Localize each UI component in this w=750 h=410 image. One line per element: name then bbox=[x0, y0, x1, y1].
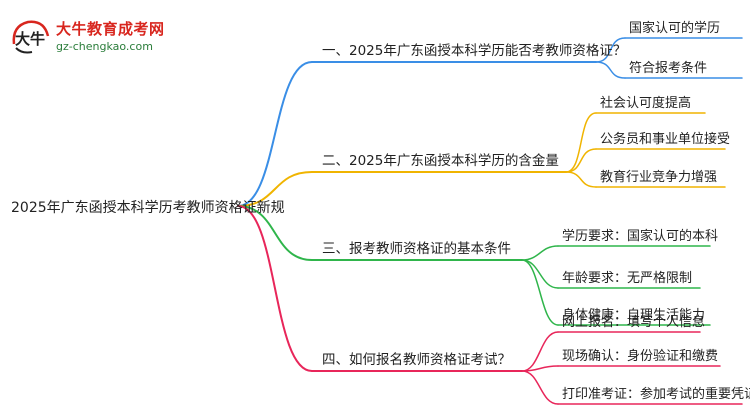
leaf-node: 打印准考证：参加考试的重要凭证 bbox=[562, 387, 750, 402]
branch-node-4: 四、如何报名教师资格证考试？ bbox=[322, 352, 511, 368]
root-node: 2025年广东函授本科学历考教师资格证新规 bbox=[11, 200, 285, 216]
leaf-node: 社会认可度提高 bbox=[600, 96, 692, 111]
leaf-node: 网上报名：填写个人信息 bbox=[562, 315, 706, 330]
branch-leaf-connector bbox=[521, 370, 559, 405]
root-branch-connector bbox=[237, 205, 313, 372]
branch-leaf-connector bbox=[565, 112, 597, 173]
leaf-node: 国家认可的学历 bbox=[629, 21, 721, 36]
branch-leaf-connector bbox=[521, 259, 559, 326]
watermark-url: gz-chengkao.com bbox=[56, 40, 153, 53]
branch-node-1: 一、2025年广东函授本科学历能否考教师资格证？ bbox=[322, 43, 627, 59]
branch-leaf-connector bbox=[595, 61, 626, 79]
leaf-node: 符合报考条件 bbox=[629, 61, 708, 76]
branch-leaf-connector bbox=[565, 148, 597, 173]
root-branch-connector bbox=[237, 61, 313, 207]
branch-node-3: 三、报考教师资格证的基本条件 bbox=[322, 241, 511, 257]
branch-leaf-connector bbox=[565, 171, 597, 188]
bull-mascot-icon: 大牛 bbox=[12, 20, 50, 54]
mascot-text: 大牛 bbox=[15, 30, 45, 48]
watermark-logo: 大牛 大牛教育成考网 gz-chengkao.com bbox=[8, 14, 168, 60]
branch-leaf-connector bbox=[521, 365, 559, 372]
leaf-node: 教育行业竞争力增强 bbox=[600, 170, 718, 185]
root-branch-connector bbox=[237, 171, 313, 207]
leaf-node: 公务员和事业单位接受 bbox=[600, 132, 731, 147]
branch-leaf-connector bbox=[521, 331, 559, 372]
branch-node-2: 二、2025年广东函授本科学历的含金量 bbox=[322, 153, 559, 169]
branch-leaf-connector bbox=[521, 245, 559, 261]
branch-leaf-connector bbox=[595, 37, 626, 63]
branch-leaf-connector bbox=[521, 259, 559, 289]
leaf-node: 现场确认：身份验证和缴费 bbox=[562, 349, 719, 364]
leaf-node: 身体健康：自理生活能力 bbox=[562, 308, 706, 323]
leaf-node: 学历要求：国家认可的本科 bbox=[562, 229, 719, 244]
leaf-node: 年龄要求：无严格限制 bbox=[562, 271, 693, 286]
watermark-brand: 大牛教育成考网 bbox=[56, 20, 165, 38]
root-branch-connector bbox=[237, 205, 313, 261]
